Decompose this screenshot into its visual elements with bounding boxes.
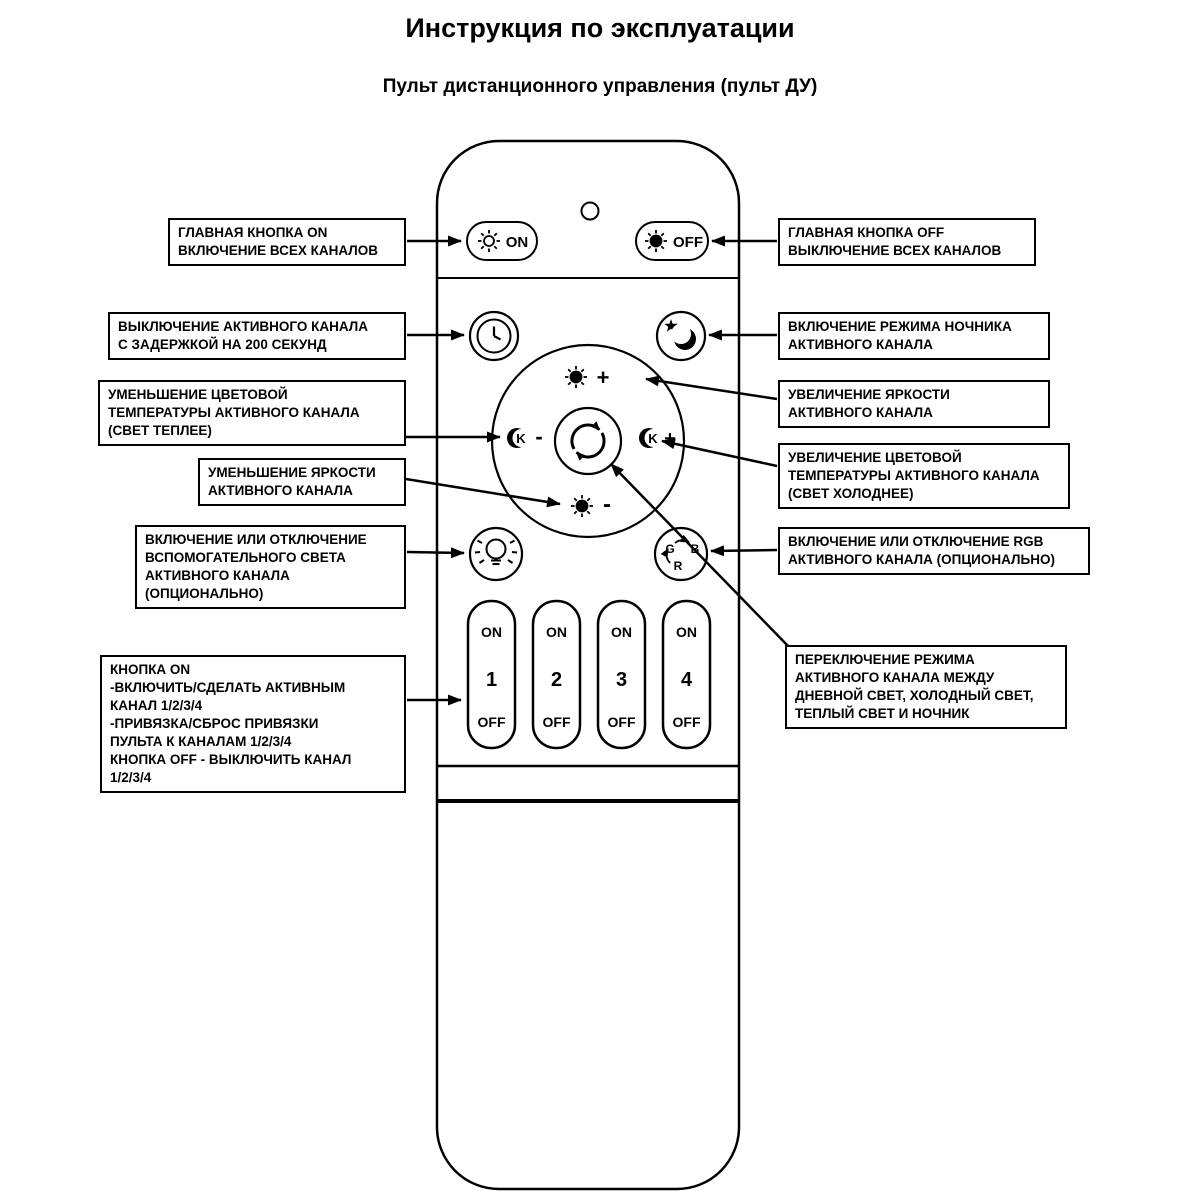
rgb-button: G B R (653, 526, 709, 582)
channel-2-off: OFF (543, 714, 571, 730)
channel-4-on: ON (676, 624, 697, 640)
channel-button-4: ON 4 OFF (661, 599, 712, 750)
arrow-aux-light (406, 547, 465, 559)
channel-4-off: OFF (673, 714, 701, 730)
sun-filled-icon (645, 230, 667, 252)
arrow-rgb (710, 545, 778, 557)
main-off-button: OFF (635, 221, 709, 261)
channel-1-number: 1 (486, 669, 497, 691)
kelvin-plus-icon (639, 428, 663, 448)
aux-light-button (468, 526, 524, 582)
bulb-icon (474, 538, 518, 565)
brightness-plus-sign: + (597, 365, 610, 390)
callout-arrows (405, 235, 790, 706)
k-minus-letter: K (516, 431, 526, 446)
channel-button-2: ON 2 OFF (531, 599, 582, 750)
night-mode-button (655, 310, 707, 362)
channel-3-off: OFF (608, 714, 636, 730)
brightness-up-button: + (565, 365, 609, 390)
page-subtitle: Пульт дистанционного управления (пульт Д… (382, 76, 818, 97)
arrow-brightness-up (645, 375, 778, 401)
rgb-letter-g: G (665, 542, 674, 556)
k-minus-sign: - (535, 424, 542, 449)
callout-aux-light: ВКЛЮЧЕНИЕ ИЛИ ОТКЛЮЧЕНИЕ ВСПОМОГАТЕЛЬНОГ… (135, 525, 406, 609)
k-plus-sign: + (664, 428, 676, 450)
channel-button-3: ON 3 OFF (596, 599, 647, 750)
channel-3-number: 3 (616, 669, 627, 691)
mode-cycle-button (553, 406, 623, 476)
sun-plus-icon (565, 366, 587, 388)
channel-2-number: 2 (551, 669, 562, 691)
channel-1-off: OFF (478, 714, 506, 730)
channel-3-on: ON (611, 624, 632, 640)
moon-star-icon (664, 319, 696, 350)
sun-minus-icon (571, 495, 593, 517)
channel-4-number: 4 (681, 669, 693, 691)
callout-night-mode: ВКЛЮЧЕНИЕ РЕЖИМА НОЧНИКА АКТИВНОГО КАНАЛ… (778, 312, 1050, 360)
callout-brightness-down: УМЕНЬШЕНИЕ ЯРКОСТИ АКТИВНОГО КАНАЛА (198, 458, 406, 506)
cycle-arrows-icon (570, 421, 606, 461)
brightness-minus-sign: - (603, 491, 611, 518)
page-title: Инструкция по эксплуатации (405, 13, 795, 43)
channel-button-1: ON 1 OFF (466, 599, 517, 750)
arrow-mode-cycle (610, 463, 790, 648)
temp-down-button: K - (507, 424, 543, 449)
led-indicator (580, 201, 600, 221)
arrow-brightness-down (405, 477, 561, 508)
arrow-temp-up (661, 438, 778, 468)
brightness-down-button: - (571, 491, 611, 518)
callout-timer-off: ВЫКЛЮЧЕНИЕ АКТИВНОГО КАНАЛА С ЗАДЕРЖКОЙ … (108, 312, 406, 360)
callout-temp-up: УВЕЛИЧЕНИЕ ЦВЕТОВОЙ ТЕМПЕРАТУРЫ АКТИВНОГ… (778, 443, 1070, 509)
channel-2-on: ON (546, 624, 567, 640)
kelvin-minus-icon (507, 428, 531, 448)
callout-channel-buttons: КНОПКА ON -ВКЛЮЧИТЬ/СДЕЛАТЬ АКТИВНЫМ КАН… (100, 655, 406, 793)
callout-mode-cycle: ПЕРЕКЛЮЧЕНИЕ РЕЖИМА АКТИВНОГО КАНАЛА МЕЖ… (785, 645, 1067, 729)
main-on-label: ON (506, 234, 529, 251)
callout-main-on: ГЛАВНАЯ КНОПКА ON ВКЛЮЧЕНИЕ ВСЕХ КАНАЛОВ (168, 218, 406, 266)
clock-icon (476, 318, 512, 354)
main-off-label: OFF (673, 234, 703, 251)
k-plus-letter: K (648, 431, 658, 446)
timer-button (468, 310, 520, 362)
callout-brightness-up: УВЕЛИЧЕНИЕ ЯРКОСТИ АКТИВНОГО КАНАЛА (778, 380, 1050, 428)
sun-outline-icon (478, 230, 500, 252)
callout-main-off: ГЛАВНАЯ КНОПКА OFF ВЫКЛЮЧЕНИЕ ВСЕХ КАНАЛ… (778, 218, 1036, 266)
main-on-button: ON (466, 221, 538, 261)
rgb-letter-r: R (674, 559, 683, 573)
callout-rgb: ВКЛЮЧЕНИЕ ИЛИ ОТКЛЮЧЕНИЕ RGB АКТИВНОГО К… (778, 527, 1090, 575)
callout-temp-down: УМЕНЬШЕНИЕ ЦВЕТОВОЙ ТЕМПЕРАТУРЫ АКТИВНОГ… (98, 380, 406, 446)
channel-1-on: ON (481, 624, 502, 640)
